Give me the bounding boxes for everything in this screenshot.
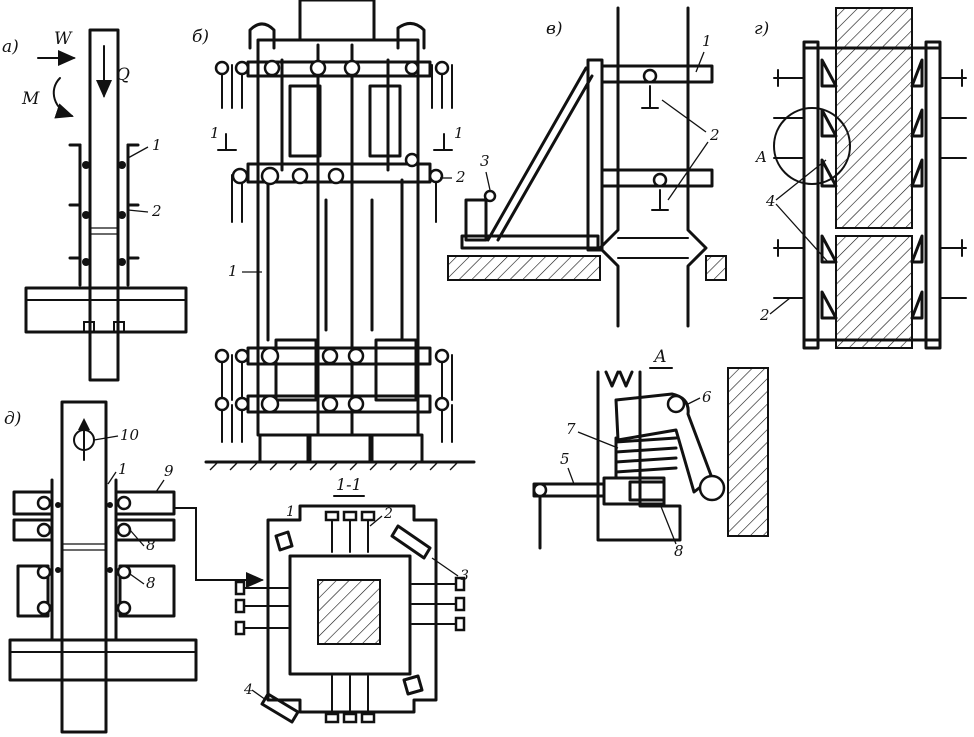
- label-s-4: 4: [243, 682, 253, 698]
- label-1: 1: [152, 136, 162, 154]
- label-s-3: 3: [460, 568, 469, 584]
- label-b-1: 1: [228, 262, 238, 280]
- label-s-2: 2: [383, 506, 393, 522]
- panel-b: б): [192, 0, 476, 471]
- outer-frame-1: [266, 504, 438, 714]
- panel-d-letter: д): [4, 409, 21, 429]
- column-wall: [727, 367, 769, 537]
- label-A-8: 8: [674, 542, 684, 560]
- label-b-2: 2: [455, 168, 466, 186]
- label-v-3: 3: [480, 152, 490, 170]
- section-mark-right: 1: [454, 124, 464, 142]
- label-v-1: 1: [702, 32, 712, 50]
- floor-slab: [24, 286, 188, 334]
- label-M: M: [21, 89, 40, 109]
- label-v-2: 2: [709, 126, 720, 144]
- label-d-10: 10: [120, 426, 140, 444]
- plate-9: [114, 490, 176, 516]
- spring-7: [614, 436, 678, 474]
- label-A-6: 6: [702, 388, 712, 406]
- panel-b-letter: б): [192, 27, 209, 47]
- label-A-7: 7: [566, 420, 576, 438]
- column-upper: [835, 7, 913, 229]
- block-8: [628, 480, 666, 502]
- label-2: 2: [151, 202, 162, 220]
- panel-g-letter: г): [754, 19, 769, 39]
- column-section: [317, 579, 381, 645]
- panel-d: д) 10 1 9 8: [4, 400, 264, 734]
- section-mark-left: 1: [210, 124, 220, 142]
- label-s-1: 1: [286, 504, 295, 520]
- section-1-1: 1-1 1 2: [234, 475, 469, 724]
- panel-v-letter: в): [546, 19, 563, 39]
- panel-a: а) W M Q 1 2: [2, 28, 188, 382]
- label-g-2: 2: [759, 306, 770, 324]
- label-W: W: [54, 29, 73, 49]
- label-d-8b: 8: [146, 574, 156, 592]
- column: [88, 28, 120, 382]
- detail-A: А 6 7 5 8: [532, 347, 769, 560]
- label-g-4: 4: [765, 192, 776, 210]
- column: [598, 6, 708, 328]
- label-d-8a: 8: [146, 536, 156, 554]
- floor-slab: [447, 255, 601, 281]
- beam-1: [600, 64, 714, 84]
- column-lower: [835, 235, 913, 349]
- label-d-1: 1: [118, 460, 128, 478]
- panel-a-letter: а): [2, 37, 19, 57]
- label-g-A: A: [754, 148, 767, 166]
- detail-title: А: [653, 347, 667, 367]
- moment-arrow-M: [52, 77, 74, 119]
- label-A-5: 5: [560, 450, 570, 468]
- label-d-9: 9: [164, 462, 174, 480]
- section-title: 1-1: [336, 475, 362, 494]
- lever-6: [614, 392, 714, 494]
- panel-v: в) 1 2 3: [447, 6, 727, 328]
- panel-g: г) A 4 2: [754, 7, 967, 350]
- connector-arrow: [173, 507, 264, 588]
- column: [60, 400, 108, 734]
- floor-slab: [8, 638, 198, 682]
- detail-circle-A: [773, 107, 851, 185]
